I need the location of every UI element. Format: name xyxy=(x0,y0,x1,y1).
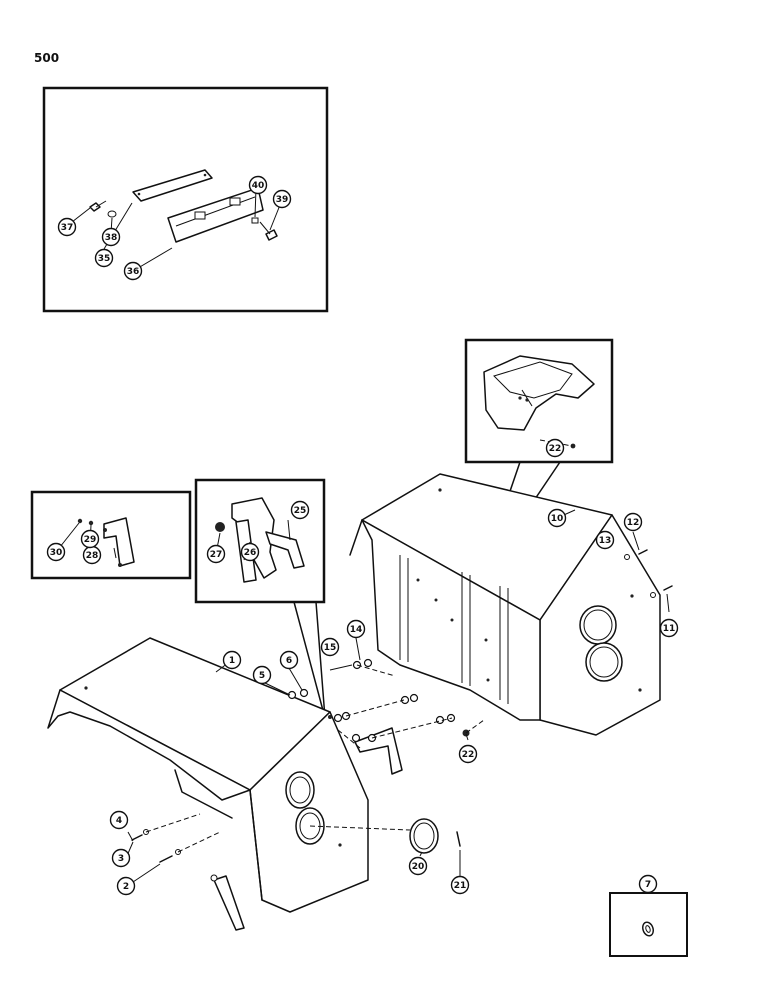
callout-6: 6 xyxy=(279,650,299,670)
callout-29: 29 xyxy=(80,529,100,549)
callout-37: 37 xyxy=(57,217,77,237)
callout-27: 27 xyxy=(206,544,226,564)
svg-text:11: 11 xyxy=(663,624,676,634)
mounting-strap xyxy=(213,875,245,931)
callout-26: 26 xyxy=(240,542,260,562)
callout-10: 10 xyxy=(547,508,567,528)
svg-text:2: 2 xyxy=(123,882,129,892)
leader-lines xyxy=(145,439,573,853)
svg-text:39: 39 xyxy=(276,195,289,205)
callout-20: 20 xyxy=(408,856,428,876)
svg-text:10: 10 xyxy=(551,514,564,524)
svg-text:30: 30 xyxy=(50,548,63,558)
svg-text:20: 20 xyxy=(412,862,425,872)
svg-text:28: 28 xyxy=(86,551,99,561)
fender-left xyxy=(47,637,369,913)
svg-text:36: 36 xyxy=(127,267,140,277)
svg-text:26: 26 xyxy=(244,548,257,558)
svg-text:7: 7 xyxy=(645,880,651,890)
callout-11: 11 xyxy=(659,618,679,638)
svg-text:25: 25 xyxy=(294,506,307,516)
callout-13: 13 xyxy=(595,530,615,550)
callout-22: 22 xyxy=(458,744,478,764)
callout-21: 21 xyxy=(450,875,470,895)
callout-4: 4 xyxy=(109,810,129,830)
inset-part-7 xyxy=(609,892,688,957)
callout-36: 36 xyxy=(123,261,143,281)
svg-text:29: 29 xyxy=(84,535,97,545)
svg-text:12: 12 xyxy=(627,518,640,528)
svg-text:40: 40 xyxy=(252,181,265,191)
svg-text:5: 5 xyxy=(259,671,265,681)
callout-22-inset: 22 xyxy=(545,438,565,458)
callout-14: 14 xyxy=(346,619,366,639)
callout-30: 30 xyxy=(46,542,66,562)
callout-5: 5 xyxy=(252,665,272,685)
callout-39: 39 xyxy=(272,189,292,209)
callout-28: 28 xyxy=(82,545,102,565)
inset-grab-handle xyxy=(30,490,192,580)
svg-text:4: 4 xyxy=(116,816,122,826)
callout-3: 3 xyxy=(111,848,131,868)
svg-text:15: 15 xyxy=(324,643,337,653)
svg-text:1: 1 xyxy=(229,656,235,666)
callout-38: 38 xyxy=(101,227,121,247)
svg-text:38: 38 xyxy=(105,233,118,243)
page-number: 500 xyxy=(34,51,59,65)
callout-35: 35 xyxy=(94,248,114,268)
callout-25: 25 xyxy=(290,500,310,520)
callout-40: 40 xyxy=(248,175,268,195)
callout-1: 1 xyxy=(222,650,242,670)
svg-text:6: 6 xyxy=(286,656,292,666)
hardware-bolts xyxy=(131,549,673,863)
callout-2: 2 xyxy=(116,876,136,896)
svg-text:37: 37 xyxy=(61,223,74,233)
grab-handle xyxy=(354,727,403,775)
svg-text:13: 13 xyxy=(599,536,612,546)
svg-text:21: 21 xyxy=(454,881,467,891)
svg-text:3: 3 xyxy=(118,854,124,864)
hardware-nuts xyxy=(143,554,656,882)
svg-text:27: 27 xyxy=(210,550,223,560)
svg-text:22: 22 xyxy=(462,750,475,760)
svg-text:22: 22 xyxy=(549,444,562,454)
callout-7: 7 xyxy=(638,874,658,894)
inset-inner-panel xyxy=(464,338,614,464)
svg-text:14: 14 xyxy=(350,625,363,635)
callout-15: 15 xyxy=(320,637,340,657)
fender-right xyxy=(349,473,661,736)
svg-text:35: 35 xyxy=(98,254,111,264)
callout-12: 12 xyxy=(623,512,643,532)
inset-mounting-bracket xyxy=(194,478,326,604)
